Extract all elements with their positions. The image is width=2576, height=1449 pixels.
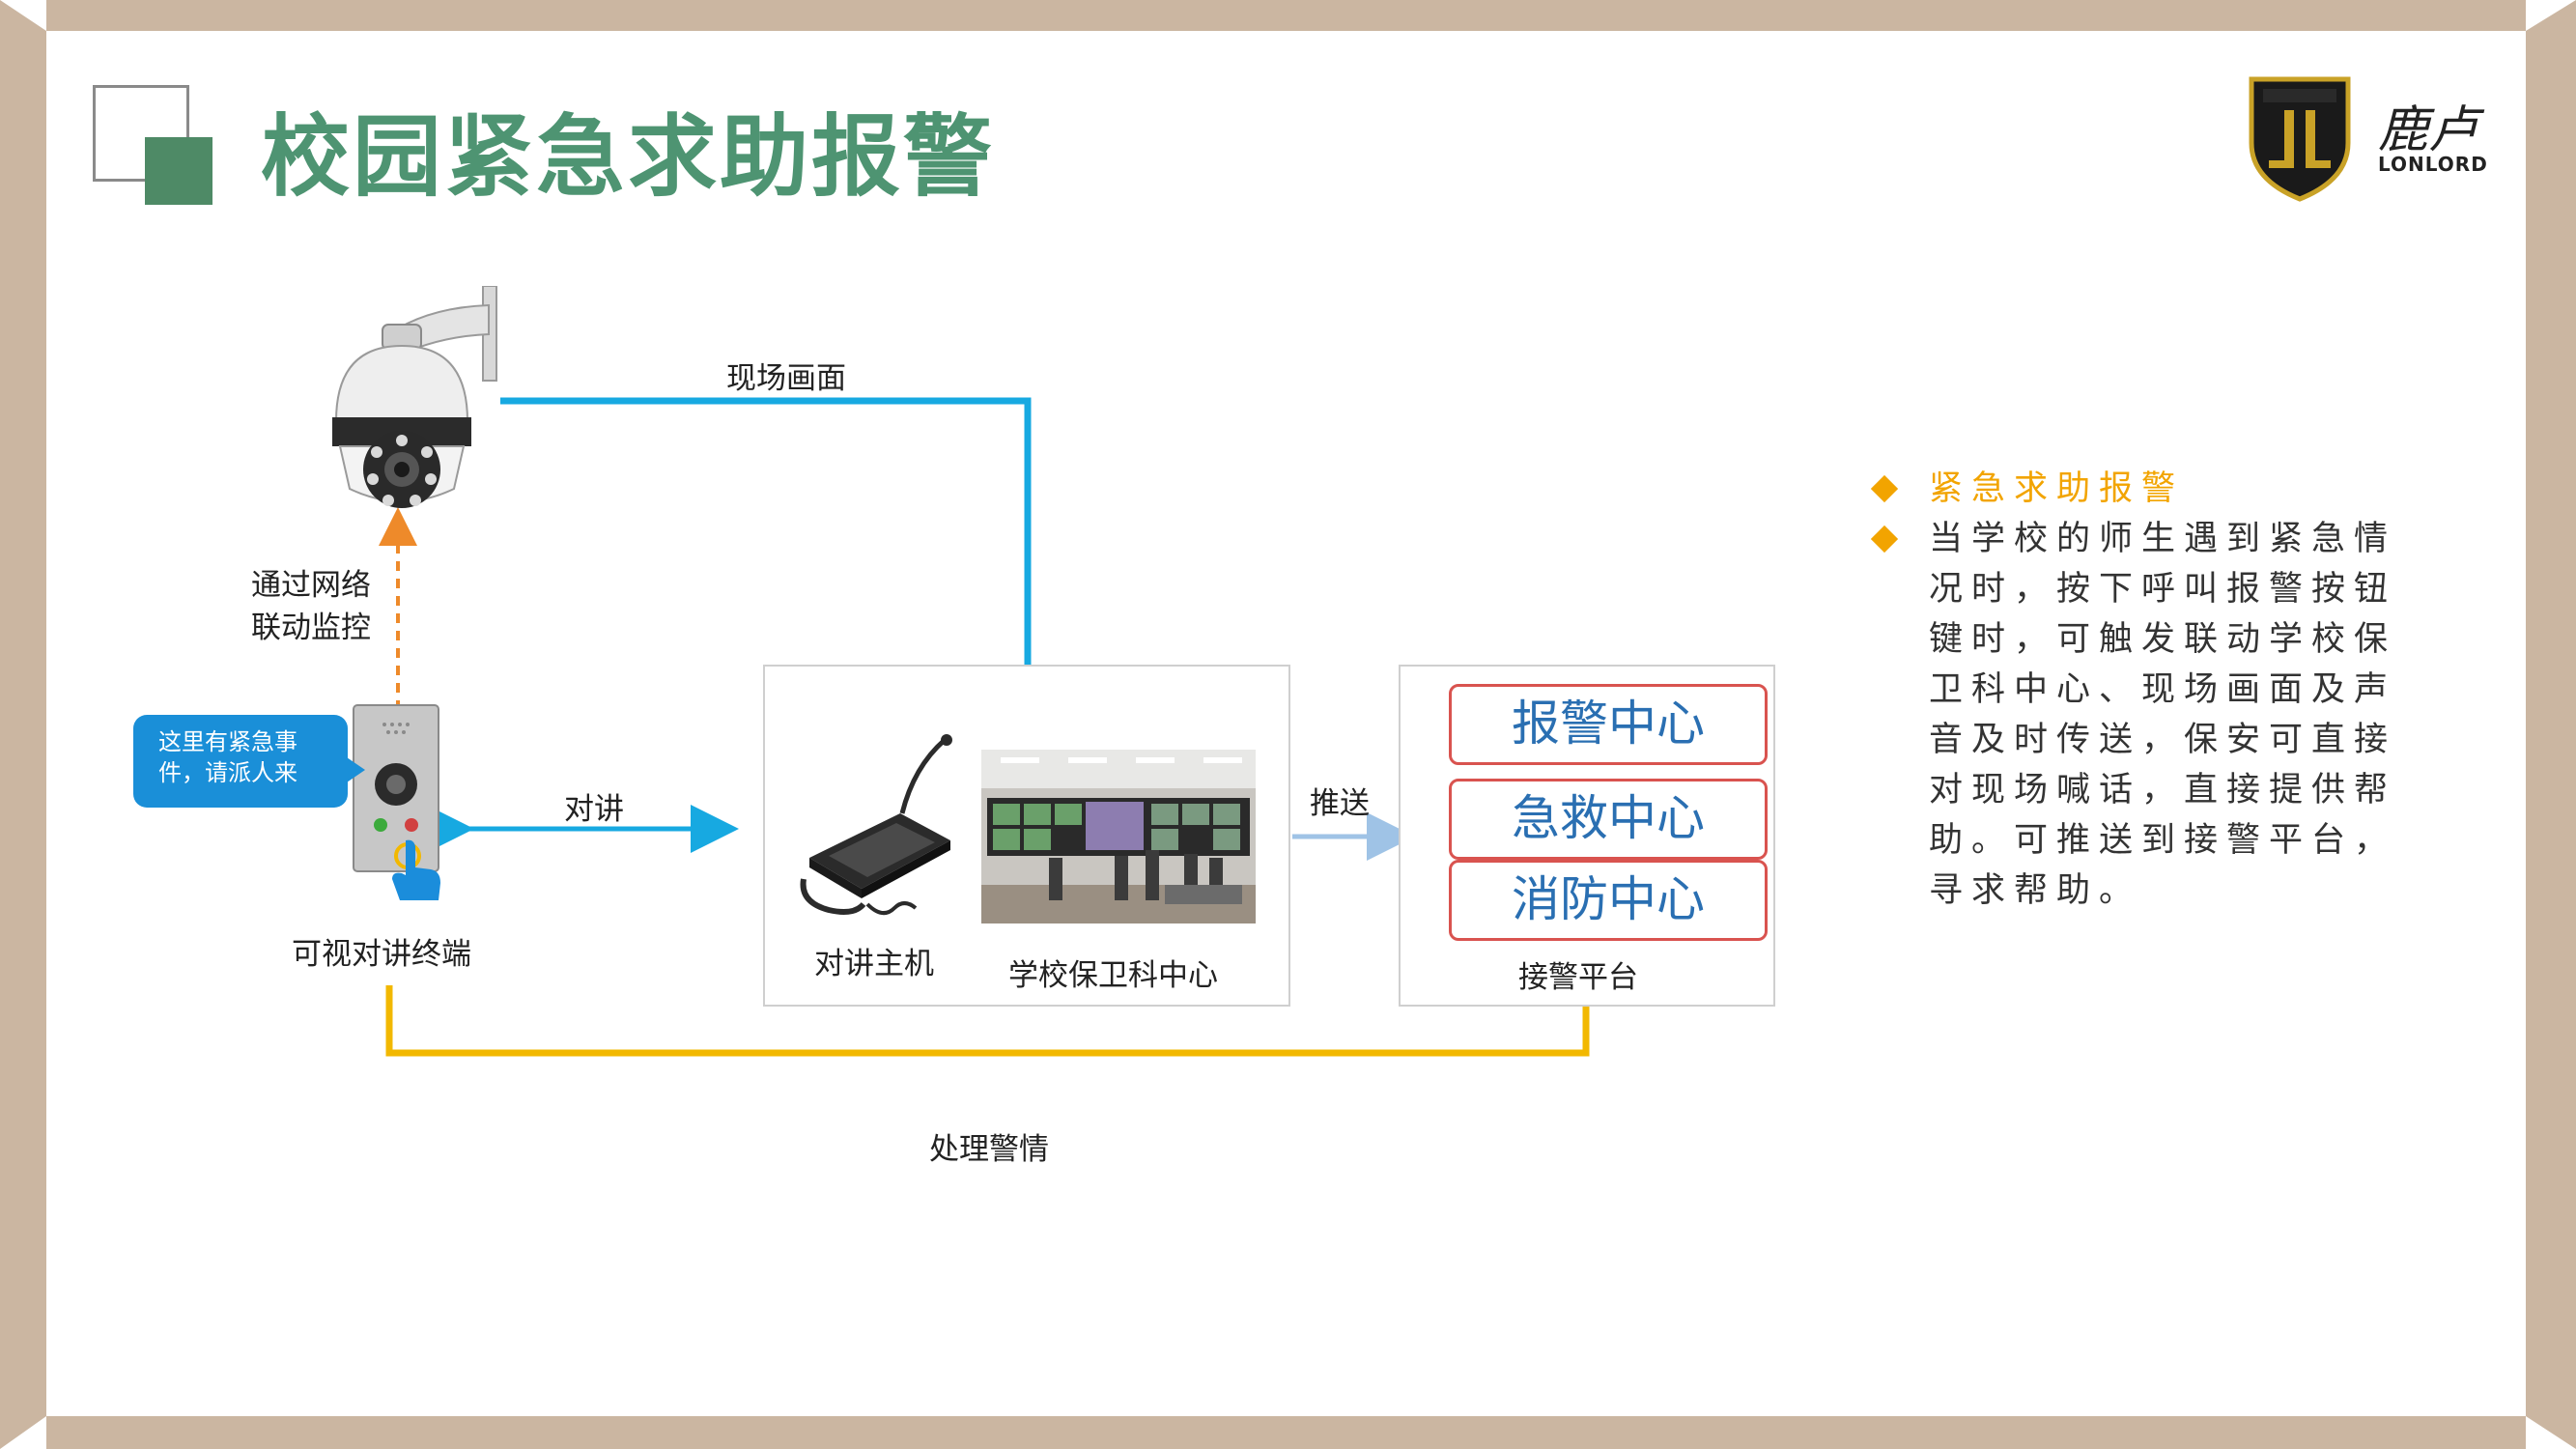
desk-microphone-icon — [800, 734, 952, 916]
hand-pointer-icon — [392, 839, 440, 900]
alarm-center: 报警中心 — [1449, 684, 1768, 765]
ptz-camera-icon — [332, 286, 497, 508]
label-security: 学校保卫科中心 — [1008, 958, 1218, 993]
scene-feed-line — [500, 397, 1032, 665]
corner-top-left — [0, 0, 46, 31]
bubble-tail — [344, 755, 365, 784]
corner-top-right — [2526, 0, 2576, 31]
label-network: 通过网络 联动监控 — [251, 568, 371, 645]
label-scene: 现场画面 — [726, 361, 846, 396]
label-push: 推送 — [1310, 786, 1370, 821]
corner-bottom-left — [0, 1416, 46, 1449]
handle-alarm-line — [385, 985, 1590, 1057]
bullet-diamond-icon — [1870, 474, 1899, 503]
label-intercom: 对讲 — [564, 792, 624, 827]
bullet-diamond-icon — [1870, 525, 1899, 554]
label-terminal: 可视对讲终端 — [292, 937, 471, 972]
logo-shield-icon — [2249, 76, 2351, 202]
desc-heading: 紧急求助报警 — [1929, 469, 2185, 508]
corner-bottom-right — [2526, 1416, 2576, 1449]
first-aid-center: 急救中心 — [1449, 779, 1768, 860]
label-host: 对讲主机 — [814, 947, 934, 981]
desc-heading-row: 紧急求助报警 — [1869, 464, 2410, 514]
desc-body-row: 当学校的师生遇到紧急情况时，按下呼叫报警按钮键时，可触发联动学校保卫科中心、现场… — [1869, 514, 2410, 916]
logo-name: 鹿卢 — [2378, 101, 2479, 159]
description: 紧急求助报警 当学校的师生遇到紧急情况时，按下呼叫报警按钮键时，可触发联动学校保… — [1869, 464, 2410, 916]
logo-sub: LONLORD — [2378, 153, 2488, 176]
label-handle: 处理警情 — [929, 1132, 1049, 1167]
fire-center: 消防中心 — [1449, 860, 1768, 941]
desc-body: 当学校的师生遇到紧急情况时，按下呼叫报警按钮键时，可触发联动学校保卫科中心、现场… — [1929, 520, 2397, 910]
intercom-terminal-icon — [353, 704, 439, 872]
alert-speech-bubble: 这里有紧急事件，请派人来 — [133, 715, 348, 808]
label-platform: 接警平台 — [1518, 960, 1638, 995]
title-deco-fill — [145, 137, 212, 205]
control-room-photo — [981, 750, 1256, 923]
page-title: 校园紧急求助报警 — [261, 105, 996, 209]
